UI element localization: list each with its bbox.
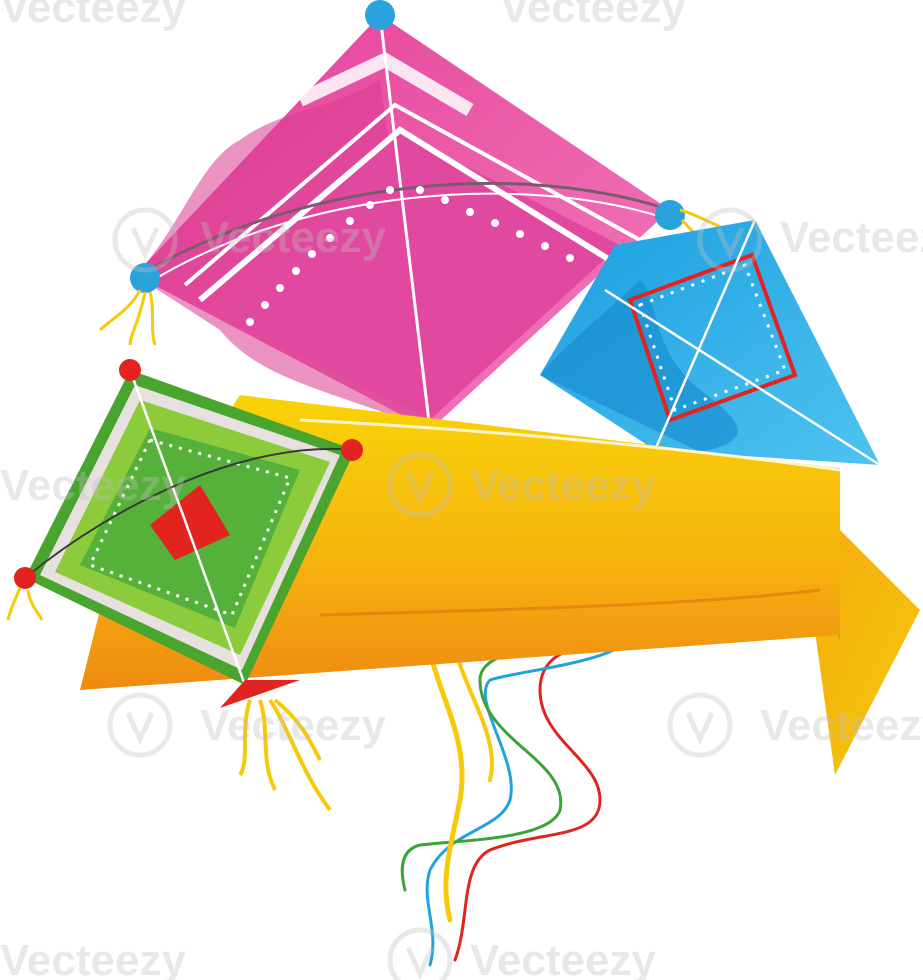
pink-kite-cap-right xyxy=(655,200,685,230)
yellow-string xyxy=(427,647,465,923)
watermark-text-mid-left: Vecteezy xyxy=(0,461,186,510)
green-kite-tail-bow xyxy=(220,680,300,708)
watermark-text-upper-right: Vecteezy xyxy=(780,213,923,262)
green-kite-cap-top xyxy=(119,359,141,381)
watermark-text-top-left: Vecteezy xyxy=(0,0,186,32)
watermark-text-lower-left: Vecteezy xyxy=(200,701,386,750)
watermark-text-bottom-center: Vecteezy xyxy=(470,936,656,980)
watermark-text-upper-left: Vecteezy xyxy=(200,213,386,262)
watermark-text-lower-right: Vecteezy xyxy=(760,701,923,750)
red-string xyxy=(453,623,630,962)
pink-kite-icon xyxy=(98,0,746,431)
green-kite-center xyxy=(150,485,230,560)
green-kite-icon xyxy=(6,359,363,812)
blue-string xyxy=(425,626,634,967)
watermark-text-mid-center: Vecteezy xyxy=(470,461,656,510)
green-kite-cap-left xyxy=(14,567,36,589)
hanging-strings xyxy=(400,623,634,967)
green-string xyxy=(400,628,602,892)
green-kite-cap-right xyxy=(341,439,363,461)
blue-kite-icon xyxy=(540,219,881,467)
watermark-text-bottom-left: Vecteezy xyxy=(0,936,186,980)
pink-kite-cap-top xyxy=(365,0,395,30)
watermark-text-top-right: Vecteezy xyxy=(500,0,686,32)
